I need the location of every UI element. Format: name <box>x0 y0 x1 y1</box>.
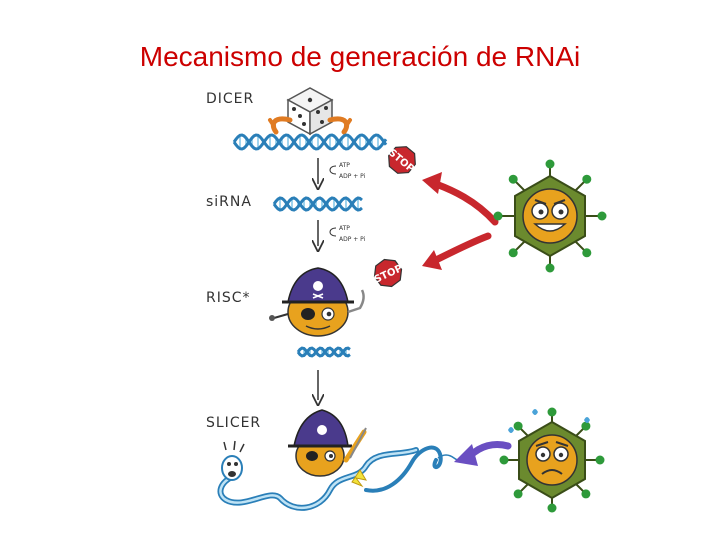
stop-sign-icon: STOP <box>386 146 416 175</box>
dna-helix-icon <box>232 133 388 151</box>
virus-face-icon <box>493 159 607 273</box>
virus-spike-tip <box>582 248 592 258</box>
virus-face-icon <box>499 407 605 513</box>
inhibition-arrow-1 <box>422 172 499 226</box>
pirate-risc-icon <box>269 267 365 337</box>
virus-spike-tip <box>581 489 591 499</box>
helix-strand <box>232 133 388 151</box>
virus-spike-tip <box>545 159 555 169</box>
virus-spike-tip <box>508 248 518 258</box>
slide-title: Mecanismo de generación de RNAi <box>139 40 581 72</box>
virus-spike-tip <box>513 489 523 499</box>
helix-strand <box>296 346 351 358</box>
virus-spike-tip <box>513 421 523 431</box>
virus-spike-tip <box>581 421 591 431</box>
stop-sign-icon: STOP <box>373 258 404 288</box>
virus-spike-tip <box>595 455 605 465</box>
dice-icon <box>286 87 334 136</box>
slicer-arrow <box>454 440 512 466</box>
virus-spike-tip <box>508 174 518 184</box>
virus-spike-tip <box>597 211 607 221</box>
virus-spike-tip <box>582 174 592 184</box>
virus-spike-tip <box>493 211 503 221</box>
virus-spike-tip <box>547 503 557 513</box>
rnai-diagram: DICER ATP ADP + Pi siRNA ATP ADP + Pi ST… <box>206 87 607 513</box>
reaction-1-bottom: ADP + Pi <box>339 173 366 180</box>
inhibition-arrow-2 <box>422 232 492 270</box>
stage-label-risc: RISC* <box>206 290 251 306</box>
mrna-worm-icon <box>217 440 471 511</box>
reaction-2-top: ATP <box>339 225 350 232</box>
virus-spike-tip <box>545 263 555 273</box>
stage-label-sirna: siRNA <box>206 194 252 210</box>
stage-label-slicer: SLICER <box>206 415 261 431</box>
guide-rna-strand <box>296 346 351 358</box>
virus-spikes <box>499 407 605 513</box>
pirate-slicer-icon <box>288 409 368 488</box>
reaction-1-top: ATP <box>339 162 350 169</box>
helix-strand <box>272 196 363 212</box>
dicer-claws <box>268 116 352 135</box>
reaction-2-bottom: ADP + Pi <box>339 236 366 243</box>
virus-spike-tip <box>499 455 509 465</box>
stage-label-dicer: DICER <box>206 91 254 107</box>
helix-strand <box>232 133 388 151</box>
virus-spike-tip <box>547 407 557 417</box>
helix-strand <box>272 196 363 212</box>
sirna-helix-icon <box>272 196 363 212</box>
